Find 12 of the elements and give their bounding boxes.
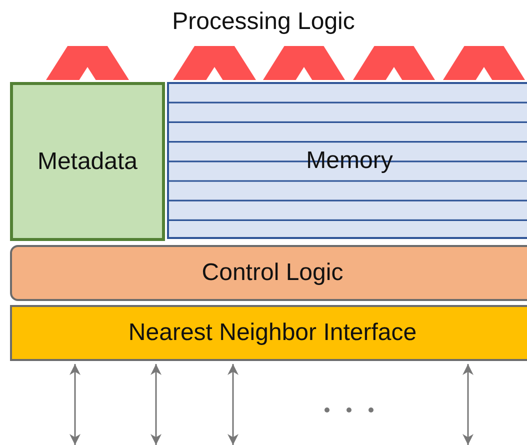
double-arrow — [228, 364, 238, 445]
block-label: Control Logic — [202, 259, 344, 287]
interface-block — [10, 305, 527, 361]
memory-block — [167, 82, 527, 239]
double-arrow — [462, 364, 474, 445]
double-arrow — [70, 364, 80, 445]
heading: Processing Logic — [171, 8, 356, 36]
block-label: Nearest Neighbor Interface — [128, 319, 417, 347]
control-logic-block — [10, 245, 527, 301]
metadata-block — [10, 82, 165, 241]
double-arrow — [150, 364, 162, 445]
block-label: Metadata — [37, 148, 138, 176]
